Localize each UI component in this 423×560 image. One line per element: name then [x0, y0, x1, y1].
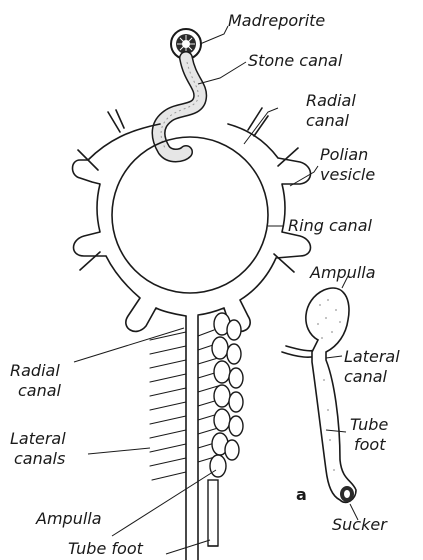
label-figure-letter: a — [296, 485, 307, 504]
label-madreporite: Madreporite — [228, 11, 325, 30]
radial-canal-arm-illustration — [150, 313, 243, 560]
label-radial-canal-left-line2: canal — [18, 381, 62, 400]
label-stone-canal: Stone canal — [248, 51, 343, 70]
label-lateral-canal-right-line1: Lateral — [344, 347, 400, 366]
label-polian-vesicle-line1: Polian — [320, 145, 368, 164]
tube-foot-detail-illustration — [282, 288, 356, 502]
label-sucker: Sucker — [332, 515, 388, 534]
label-ampulla-top: Ampulla — [309, 263, 376, 282]
label-lateral-canals-left-line1: Lateral — [10, 429, 66, 448]
label-radial-canal-top-line2: canal — [306, 111, 350, 130]
label-polian-vesicle-line2: vesicle — [320, 165, 375, 184]
label-lateral-canal-right-line2: canal — [344, 367, 388, 386]
label-ring-canal: Ring canal — [288, 216, 372, 235]
label-tube-foot-right-line2: foot — [354, 435, 386, 454]
label-radial-canal-top-line1: Radial — [306, 91, 356, 110]
label-tube-foot-bottom: Tube foot — [68, 539, 144, 558]
label-tube-foot-right-line1: Tube — [350, 415, 388, 434]
ring-canal-illustration — [73, 108, 311, 331]
label-ampulla-bottom: Ampulla — [35, 509, 102, 528]
label-radial-canal-left-line1: Radial — [10, 361, 60, 380]
label-lateral-canals-left-line2: canals — [14, 449, 65, 468]
